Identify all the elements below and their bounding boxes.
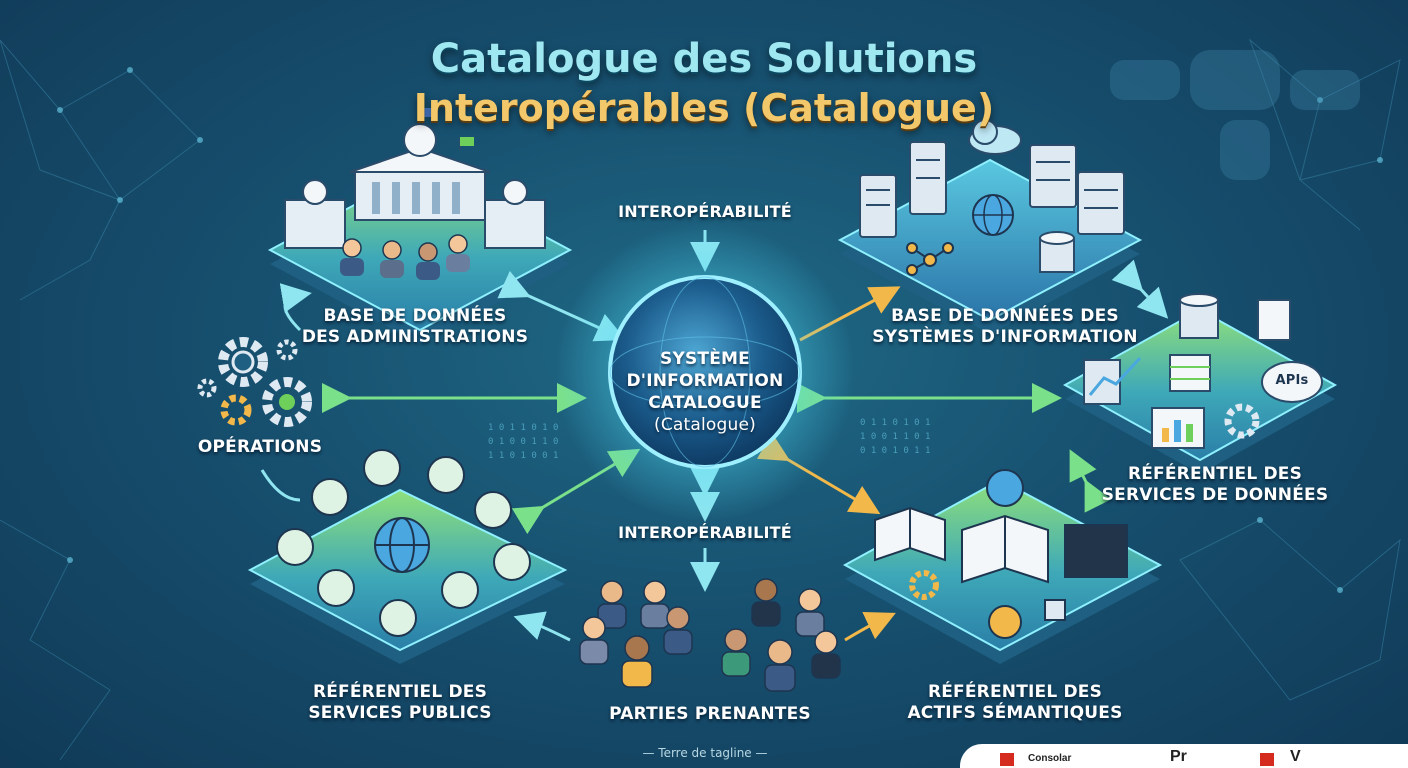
- diagram-title-line1: Catalogue des Solutions: [430, 36, 978, 82]
- network-globe-icon: [972, 194, 1014, 236]
- svg-text:1 1 0 1 0 0 1: 1 1 0 1 0 0 1: [488, 451, 558, 461]
- partner-logo-1: Consolar: [1028, 753, 1072, 764]
- operations-label: OPÉRATIONS: [197, 437, 323, 457]
- binary-decor: 1 0 1 1 0 1 00 1 0 0 1 1 01 1 0 1 0 0 1 …: [488, 418, 930, 461]
- data-services-label-line2: SERVICES DE DONNÉES: [1101, 485, 1329, 505]
- data-services-label: RÉFÉRENTIEL DES SERVICES DE DONNÉES: [1095, 464, 1335, 506]
- data-services-label-line1: RÉFÉRENTIEL DES: [1127, 464, 1303, 484]
- si-db-label: BASE DE DONNÉES DES SYSTÈMES D'INFORMATI…: [860, 306, 1150, 348]
- public-services-label: RÉFÉRENTIEL DES SERVICES PUBLICS: [285, 682, 515, 724]
- diagram-title-line2: Interopérables (Catalogue): [413, 86, 995, 130]
- svg-text:1 0 0 1 1 0 1: 1 0 0 1 1 0 1: [860, 432, 930, 442]
- footer-logo-strip: Consolar Pr V: [960, 744, 1408, 768]
- database-icon: [1039, 231, 1075, 273]
- world-map-pattern: [1110, 50, 1360, 180]
- semantic-assets-label: RÉFÉRENTIEL DES ACTIFS SÉMANTIQUES: [895, 682, 1135, 724]
- admin-db-label-line2: DES ADMINISTRATIONS: [301, 327, 529, 347]
- center-line-2: D'INFORMATION: [626, 371, 784, 391]
- public-services-label-line2: SERVICES PUBLICS: [308, 703, 492, 723]
- si-db-label-line1: BASE DE DONNÉES DES: [891, 306, 1119, 326]
- admin-db-label-line1: BASE DE DONNÉES: [323, 306, 507, 326]
- svg-text:1 0 1 1 0 1 0: 1 0 1 1 0 1 0: [488, 423, 558, 433]
- tagline: — Terre de tagline —: [642, 746, 768, 760]
- svg-text:0 1 1 0 1 0 1: 0 1 1 0 1 0 1: [860, 418, 930, 428]
- admin-db-label: BASE DE DONNÉES DES ADMINISTRATIONS: [290, 306, 540, 348]
- public-services-icons: [276, 449, 531, 637]
- semantic-assets-icons: [874, 469, 1128, 639]
- interop-top-label: INTEROPÉRABILITÉ: [618, 202, 792, 221]
- data-services-icons: [1083, 293, 1323, 449]
- administration-people-icon: [340, 234, 470, 280]
- central-globe: [555, 222, 855, 522]
- servers-icon: [859, 141, 1125, 238]
- semantic-assets-label-line1: RÉFÉRENTIEL DES: [927, 682, 1103, 702]
- maple-leaf-icon: [1000, 753, 1014, 766]
- government-buildings-icon: [284, 108, 546, 249]
- stakeholders-people-icon: [579, 578, 841, 692]
- cloud-icon: [968, 119, 1022, 155]
- si-db-label-line2: SYSTÈMES D'INFORMATION: [872, 327, 1138, 347]
- network-nodes: [57, 67, 1383, 593]
- nodes-graph-icon: [906, 242, 954, 276]
- gears-icon: [197, 337, 312, 427]
- public-services-label-line1: RÉFÉRENTIEL DES: [312, 682, 488, 702]
- interop-bottom-label: INTEROPÉRABILITÉ: [618, 523, 792, 542]
- partner-logo-3: V: [1290, 748, 1301, 765]
- svg-text:0 1 0 1 0 1 1: 0 1 0 1 0 1 1: [860, 446, 930, 456]
- semantic-assets-label-line2: ACTIFS SÉMANTIQUES: [907, 703, 1123, 723]
- center-label: SYSTÈME D'INFORMATION CATALOGUE (Catalog…: [615, 348, 795, 436]
- stakeholders-label: PARTIES PRENANTES: [609, 704, 811, 724]
- center-line-3: CATALOGUE: [648, 393, 762, 413]
- apis-cloud-label: APIs: [1275, 373, 1309, 388]
- center-line-1: SYSTÈME: [660, 349, 750, 369]
- center-line-4: (Catalogue): [654, 415, 756, 435]
- flag-icon: [1260, 753, 1274, 766]
- svg-text:0 1 0 0 1 1 0: 0 1 0 0 1 1 0: [488, 437, 558, 447]
- partner-logo-2: Pr: [1170, 748, 1187, 765]
